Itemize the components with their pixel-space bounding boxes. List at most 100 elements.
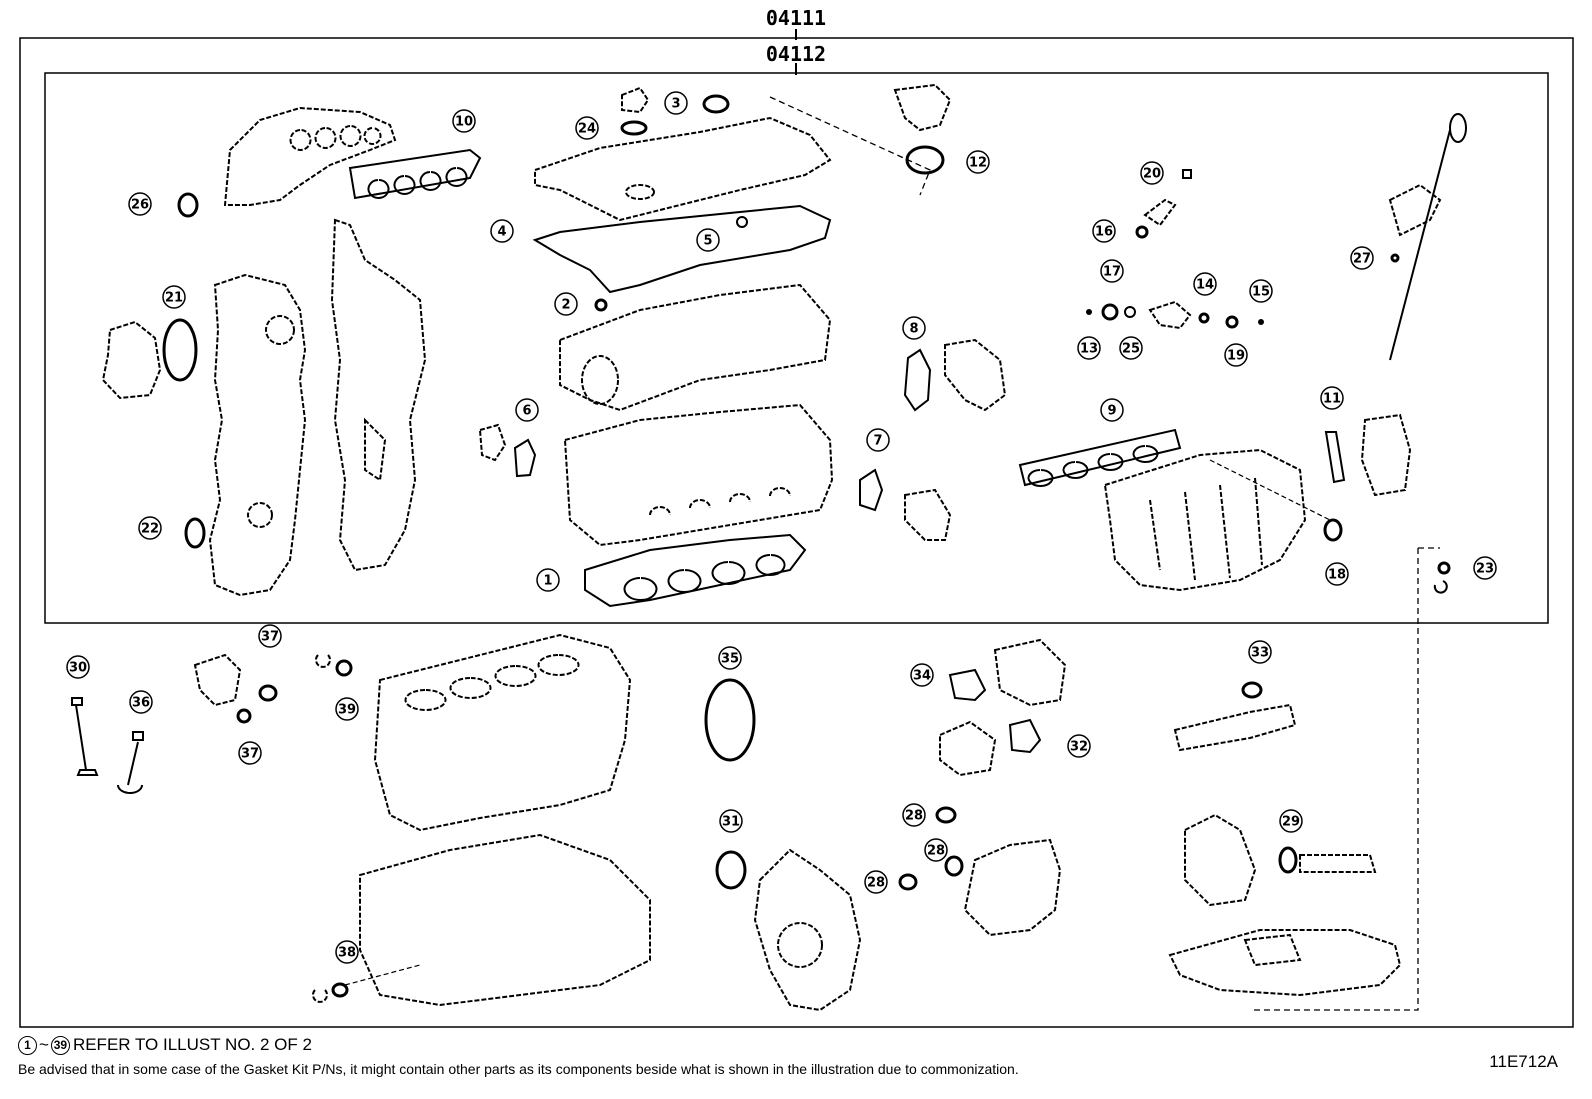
- callout-circle: [1350, 246, 1374, 270]
- callout-12: 12: [966, 150, 990, 174]
- head-cover-gasket: [532, 204, 832, 294]
- range-end-callout: 39: [50, 1035, 70, 1055]
- cylinder-head: [563, 403, 834, 547]
- inner-kit-code: 04112: [766, 42, 826, 66]
- callout-number: 6: [522, 404, 531, 419]
- callout-number: 25: [1122, 342, 1140, 357]
- footer-reference-line: 1 ~ 39 REFER TO ILLUST NO. 2 OF 2: [18, 1035, 312, 1055]
- part-23-clip: [1433, 580, 1448, 594]
- oil-dipstick: [1389, 129, 1451, 361]
- cylinder-block: [373, 633, 632, 832]
- callout-number: 28: [867, 876, 885, 891]
- part-2-seal: [594, 298, 608, 312]
- callout-15: 15: [1249, 279, 1273, 303]
- exhaust-manifold-gasket: [348, 148, 482, 200]
- gasket-11-strip: [1324, 431, 1346, 484]
- callout-2: 2: [554, 292, 578, 316]
- exhaust-manifold-part: [223, 106, 397, 206]
- timing-cover-hole-lower: [247, 502, 273, 528]
- cylinder-head-cover: [534, 116, 832, 222]
- lower-crankcase: [359, 833, 651, 1007]
- callout-circle: [719, 809, 743, 833]
- callout-6: 6: [515, 398, 539, 422]
- callout-circle: [910, 663, 934, 687]
- ring-28-c: [944, 855, 964, 877]
- callout-number: 33: [1251, 646, 1269, 661]
- callout-circle: [66, 655, 90, 679]
- seal-17-part: [1101, 303, 1119, 321]
- callout-number: 4: [497, 225, 506, 240]
- water-pump-part: [193, 653, 242, 707]
- camshaft-housing-end: [581, 355, 619, 405]
- callout-number: 2: [561, 298, 570, 313]
- valve-36-part: [117, 741, 143, 794]
- callout-11: 11: [1320, 386, 1344, 410]
- callout-circle: [664, 91, 688, 115]
- callout-circle: [902, 803, 926, 827]
- callout-circle: [238, 741, 262, 765]
- callout-circle: [718, 646, 742, 670]
- callout-circle: [966, 150, 990, 174]
- ocv-gasket-12: [905, 145, 945, 175]
- part-13: [1086, 309, 1092, 315]
- callout-number: 1: [543, 574, 552, 589]
- callout-number: 14: [1196, 278, 1214, 293]
- egr-cooler-part: [993, 638, 1067, 707]
- range-start-callout: 1: [18, 1035, 37, 1055]
- callout-number: 23: [1476, 562, 1494, 577]
- callout-circle: [335, 697, 359, 721]
- callout-32: 32: [1067, 734, 1091, 758]
- callout-number: 3: [671, 97, 680, 112]
- gasket-6-flange: [478, 423, 507, 462]
- oil-strainer-part: [1173, 703, 1297, 752]
- seal-14-part: [1198, 312, 1210, 324]
- callout-number: 29: [1282, 815, 1300, 830]
- callout-number: 30: [69, 661, 87, 676]
- callout-number: 34: [913, 669, 931, 684]
- callout-circle: [536, 568, 560, 592]
- callout-number: 28: [905, 809, 923, 824]
- egr-valve-part: [939, 720, 997, 777]
- callout-number: 38: [338, 946, 356, 961]
- camshaft-housing: [559, 283, 832, 412]
- callout-circle: [1193, 272, 1217, 296]
- intake-manifold-gasket: [1018, 428, 1182, 487]
- timing-cover-right-detail: [364, 417, 387, 482]
- callout-37: 37: [238, 741, 262, 765]
- seal-39-clip: [315, 654, 331, 668]
- filler-cap-seal-24: [620, 120, 648, 136]
- gasket-34-part: [948, 668, 987, 702]
- ring-28-b: [935, 806, 957, 824]
- callout-circle: [1473, 556, 1497, 580]
- callout-circle: [1119, 336, 1143, 360]
- timing-cover-lower: [753, 848, 862, 1012]
- dipstick-guide: [1388, 183, 1442, 237]
- sensor-16-seal: [1135, 225, 1149, 239]
- callout-number: 37: [261, 630, 279, 645]
- callout-number: 16: [1095, 225, 1113, 240]
- callout-number: 17: [1103, 265, 1121, 280]
- sensor-16-part: [1143, 198, 1177, 227]
- callout-36: 36: [129, 690, 153, 714]
- callout-31: 31: [719, 809, 743, 833]
- callout-9: 9: [1100, 398, 1124, 422]
- valve-seal-36: [132, 731, 144, 741]
- callout-24: 24: [575, 116, 599, 140]
- callout-number: 39: [338, 703, 356, 718]
- callout-circle: [1325, 562, 1349, 586]
- throttle-body-part: [1360, 413, 1412, 497]
- oring-25-part: [1124, 306, 1136, 318]
- callout-19: 19: [1224, 343, 1248, 367]
- part-5: [736, 216, 748, 228]
- callout-number: 31: [722, 815, 740, 830]
- ring-18-leader: [1209, 459, 1331, 521]
- callout-number: 15: [1252, 285, 1270, 300]
- callout-38: 38: [335, 940, 359, 964]
- callout-20: 20: [1140, 161, 1164, 185]
- callout-circle: [1067, 734, 1091, 758]
- dipstick-handle: [1449, 113, 1467, 143]
- callout-number: 24: [578, 122, 596, 137]
- valve-30-part: [75, 704, 99, 776]
- callout-1: 1: [536, 568, 560, 592]
